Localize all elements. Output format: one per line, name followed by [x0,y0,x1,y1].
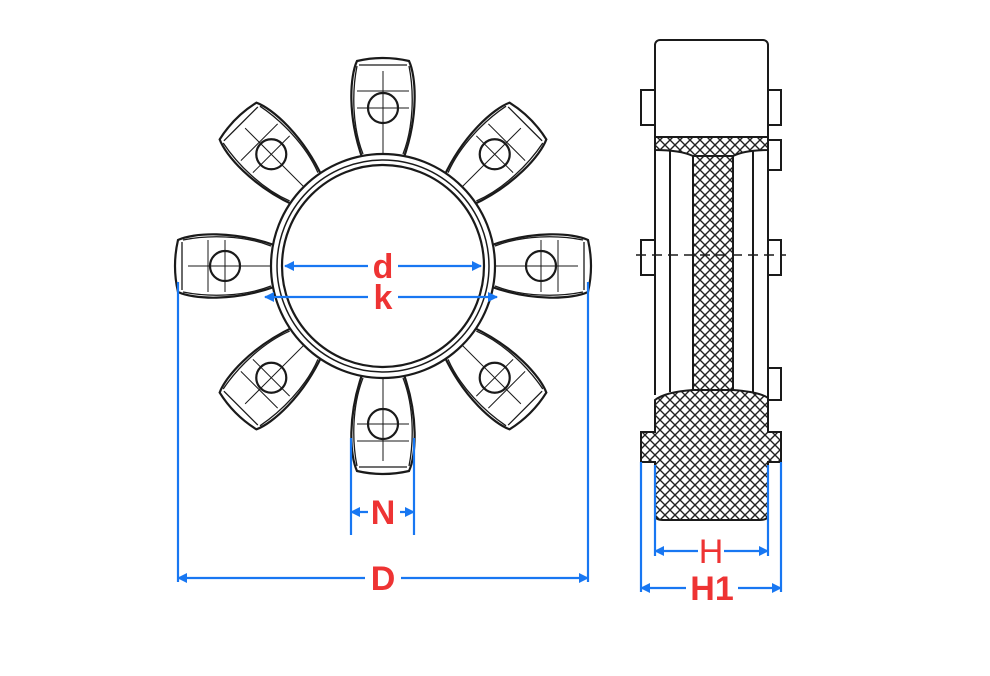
label-d: d [373,248,394,286]
lobe [173,233,283,299]
lobe [350,56,416,166]
lobe [442,101,548,207]
side-view [636,39,786,521]
label-H1: H1 [690,570,733,608]
front-view [173,56,593,476]
label-N: N [371,494,396,532]
hatched-web [692,155,734,397]
side-tab [640,89,656,126]
lobe [218,101,324,207]
lobe [218,325,324,431]
lobe [483,233,593,299]
side-tab [767,89,782,126]
label-D: D [371,560,396,598]
label-H: H [699,533,724,571]
bore [280,163,486,369]
label-k: k [374,279,393,317]
hatched-hub [640,389,782,521]
side-top-block [654,39,769,151]
lobe [442,325,548,431]
lobe [350,366,416,476]
hatched-top-band [654,136,769,157]
